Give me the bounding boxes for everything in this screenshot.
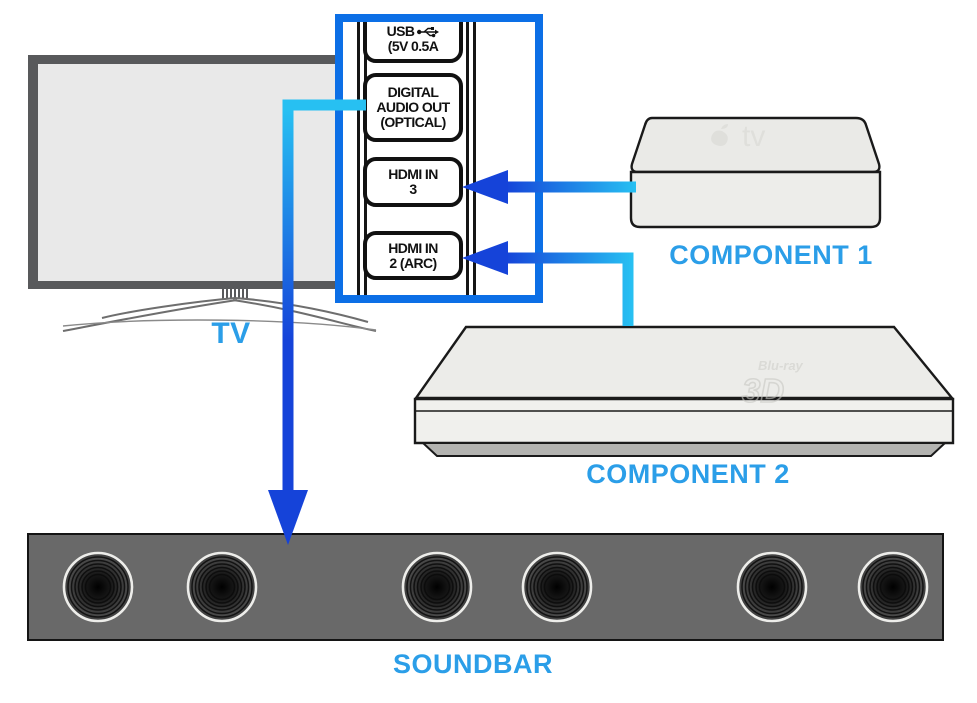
tv — [28, 55, 345, 289]
speaker-cone — [856, 550, 930, 624]
port-hdmi-in-3: HDMI IN 3 — [363, 157, 463, 207]
svg-text:3D: 3D — [742, 372, 784, 409]
speaker-cone — [520, 550, 594, 624]
port-hdmi-in-2-arc: HDMI IN 2 (ARC) — [363, 231, 463, 280]
port-label-line: AUDIO OUT — [376, 99, 450, 115]
port-label-line: 2 (ARC) — [389, 254, 437, 271]
speaker-cone — [185, 550, 259, 624]
soundbar-label: SOUNDBAR — [392, 649, 553, 679]
component2-label: COMPONENT 2 — [586, 459, 790, 489]
speaker-cone — [735, 550, 809, 624]
port-digital-audio-out: DIGITAL AUDIO OUT (OPTICAL) — [363, 73, 463, 142]
svg-text:Blu-ray: Blu-ray — [758, 358, 804, 373]
panel-edge-line — [466, 22, 469, 295]
tv-screen — [38, 64, 335, 281]
tv-label: TV — [211, 317, 251, 350]
port-label-line: 3 — [409, 181, 417, 197]
speaker-cone — [400, 550, 474, 624]
panel-edge-line — [357, 22, 360, 295]
port-label-line: HDMI IN — [388, 239, 438, 256]
port-usb-label: USB — [386, 23, 415, 39]
svg-text:tv: tv — [742, 120, 765, 153]
port-usb: USB (5V 0.5A — [363, 22, 463, 63]
apple-tv-logo: tv — [711, 120, 765, 153]
soundbar — [27, 533, 944, 641]
ports-callout-box: USB (5V 0.5A DIGITAL AUDIO OUT — [335, 14, 543, 303]
port-label-line: DIGITAL — [387, 84, 439, 100]
blu-ray-device: Blu-ray 3D — [413, 325, 955, 457]
component1-label: COMPONENT 1 — [669, 240, 873, 270]
port-usb-sublabel: (5V 0.5A — [387, 38, 439, 54]
usb-trident-icon — [417, 26, 440, 37]
speaker-cone — [61, 550, 135, 624]
blu-ray-logo: Blu-ray 3D — [741, 358, 804, 410]
ports-panel: USB (5V 0.5A DIGITAL AUDIO OUT — [343, 22, 535, 295]
port-label-line: HDMI IN — [388, 166, 438, 182]
port-label-line: (OPTICAL) — [380, 114, 446, 130]
apple-tv-device: tv — [629, 116, 882, 229]
panel-edge-line — [473, 22, 476, 295]
